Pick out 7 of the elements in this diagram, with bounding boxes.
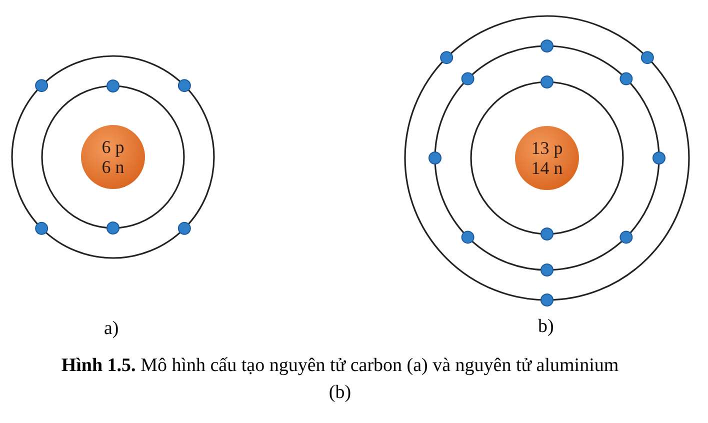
- figure-caption: Hình 1.5. Mô hình cấu tạo nguyên tử carbon (a) và nguyên tử aluminium (b): [60, 354, 620, 405]
- particle-count: 13 p: [531, 138, 563, 158]
- panel-label: b): [538, 316, 554, 338]
- particle-count: 6 n: [102, 157, 124, 177]
- particle-count: 14 n: [531, 158, 563, 178]
- panel-label: a): [104, 318, 119, 340]
- particle-count: 6 p: [102, 137, 124, 157]
